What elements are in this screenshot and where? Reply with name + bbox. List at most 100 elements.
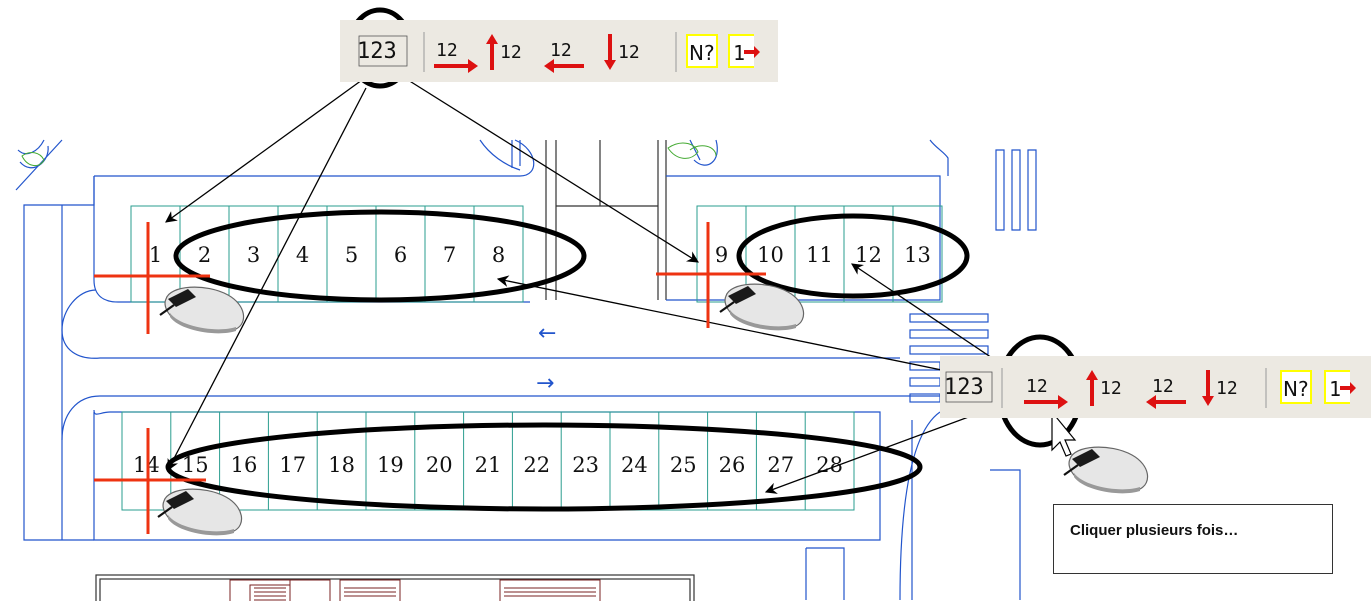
structure-line xyxy=(545,140,667,300)
stall-number-12: 12 xyxy=(855,243,882,267)
plan-line xyxy=(666,175,941,301)
number-right-button[interactable]: 12 xyxy=(434,40,478,73)
arrow-left-icon xyxy=(1146,395,1186,409)
plan-line xyxy=(990,469,1021,600)
stall-number-14: 14 xyxy=(133,453,160,477)
crossing-stripe xyxy=(909,329,989,339)
number-up-button[interactable]: 12 xyxy=(486,34,522,70)
arrow-down-icon xyxy=(604,34,616,70)
renumber-button[interactable]: 1 xyxy=(728,34,760,68)
auto-number-button[interactable]: 123 xyxy=(944,371,993,403)
plan-curve xyxy=(19,145,49,169)
stall-number-6: 6 xyxy=(394,243,407,267)
pointer-cursor-icon xyxy=(1051,410,1077,457)
stall-number-22: 22 xyxy=(523,453,550,477)
stall-number-16: 16 xyxy=(231,453,258,477)
query-number-label: N? xyxy=(1283,377,1309,401)
stall-number-10: 10 xyxy=(757,243,784,267)
number-down-button[interactable]: 12 xyxy=(1202,370,1238,406)
plan-boundary xyxy=(23,176,95,541)
stall-number-21: 21 xyxy=(475,453,502,477)
arrow-left-icon xyxy=(544,59,584,73)
cursor-cross-stall-1 xyxy=(94,222,210,334)
cursor-cross-stall-14 xyxy=(94,428,206,534)
number-right-button[interactable]: 12 xyxy=(1024,376,1068,409)
arrow-down-icon xyxy=(1202,370,1214,406)
plan-curve xyxy=(899,411,941,601)
stall-number-15: 15 xyxy=(182,453,209,477)
stall-number-17: 17 xyxy=(279,453,306,477)
stall-number-1: 1 xyxy=(149,243,162,267)
query-number-label: N? xyxy=(689,41,715,65)
number-up-label: 12 xyxy=(1100,378,1122,399)
renumber-label: 1 xyxy=(1329,377,1341,401)
instruction-text: Cliquer plusieurs fois… xyxy=(1070,522,1239,539)
plan-line xyxy=(805,547,845,600)
arrow-right-icon xyxy=(1024,395,1068,409)
arrow-to-stall-8 xyxy=(496,275,1001,383)
stall-number-20: 20 xyxy=(426,453,453,477)
query-number-button[interactable]: N? xyxy=(1280,370,1312,404)
traffic-arrow-right: → xyxy=(536,371,554,396)
arrow-up-icon xyxy=(486,34,498,70)
number-left-label: 12 xyxy=(550,40,572,61)
hatched-block xyxy=(995,149,1037,231)
auto-number-label: 123 xyxy=(357,39,397,64)
crossing-stripe xyxy=(909,393,941,403)
plan-curve xyxy=(61,289,900,359)
stall-number-4: 4 xyxy=(296,243,309,267)
arrow-to-stall-12 xyxy=(851,263,1011,371)
number-left-button[interactable]: 12 xyxy=(1146,376,1186,409)
plan-curve xyxy=(17,139,45,155)
number-down-button[interactable]: 12 xyxy=(604,34,640,70)
auto-number-button[interactable]: 123 xyxy=(357,35,408,67)
stall-number-5: 5 xyxy=(345,243,358,267)
tree-symbol xyxy=(21,152,45,166)
stall-number-8: 8 xyxy=(492,243,505,267)
numbering-toolbar-bottom: 123 12 12 12 12 N? 1 xyxy=(940,356,1371,418)
building-outline xyxy=(95,574,695,601)
stall-number-7: 7 xyxy=(443,243,456,267)
mouse-icon xyxy=(158,286,245,335)
plan-line xyxy=(93,176,530,303)
number-left-button[interactable]: 12 xyxy=(544,40,584,73)
tree-symbol xyxy=(689,145,717,157)
number-up-button[interactable]: 12 xyxy=(1086,370,1122,406)
arrow-right-icon xyxy=(744,46,760,58)
renumber-label: 1 xyxy=(733,41,745,65)
renumber-button[interactable]: 1 xyxy=(1324,370,1356,404)
stall-number-2: 2 xyxy=(198,243,211,267)
arrow-to-stall-14 xyxy=(167,87,367,472)
auto-number-label: 123 xyxy=(944,375,984,400)
plan-curve xyxy=(929,139,949,176)
parking-plan xyxy=(15,139,1037,601)
number-up-label: 12 xyxy=(500,42,522,63)
plan-curve xyxy=(61,395,940,441)
selection-ellipse-row-a-right xyxy=(736,213,970,299)
mouse-icon xyxy=(156,488,243,537)
plan-line xyxy=(511,140,521,168)
crossing-stripe xyxy=(909,377,941,387)
stall-number-13: 13 xyxy=(904,243,931,267)
mouse-icon xyxy=(1062,446,1149,495)
stall-number-18: 18 xyxy=(328,453,355,477)
plan-curve xyxy=(479,139,521,171)
vegetation xyxy=(21,142,717,166)
plan-curve xyxy=(689,139,718,166)
stall-number-27: 27 xyxy=(767,453,794,477)
crossing-stripe xyxy=(909,345,989,355)
number-left-label: 12 xyxy=(1152,376,1174,397)
arrow-to-stall-9 xyxy=(407,79,699,263)
number-down-label: 12 xyxy=(1216,378,1238,399)
number-right-label: 12 xyxy=(436,40,458,61)
explanation-arrows xyxy=(165,79,1021,494)
query-number-button[interactable]: N? xyxy=(686,34,718,68)
building-hatch xyxy=(229,579,601,601)
tree-symbol xyxy=(667,142,699,159)
arrow-to-stall-1 xyxy=(165,79,363,223)
stall-number-24: 24 xyxy=(621,453,648,477)
stall-number-11: 11 xyxy=(806,243,833,267)
stall-number-25: 25 xyxy=(670,453,697,477)
stall-number-26: 26 xyxy=(719,453,746,477)
